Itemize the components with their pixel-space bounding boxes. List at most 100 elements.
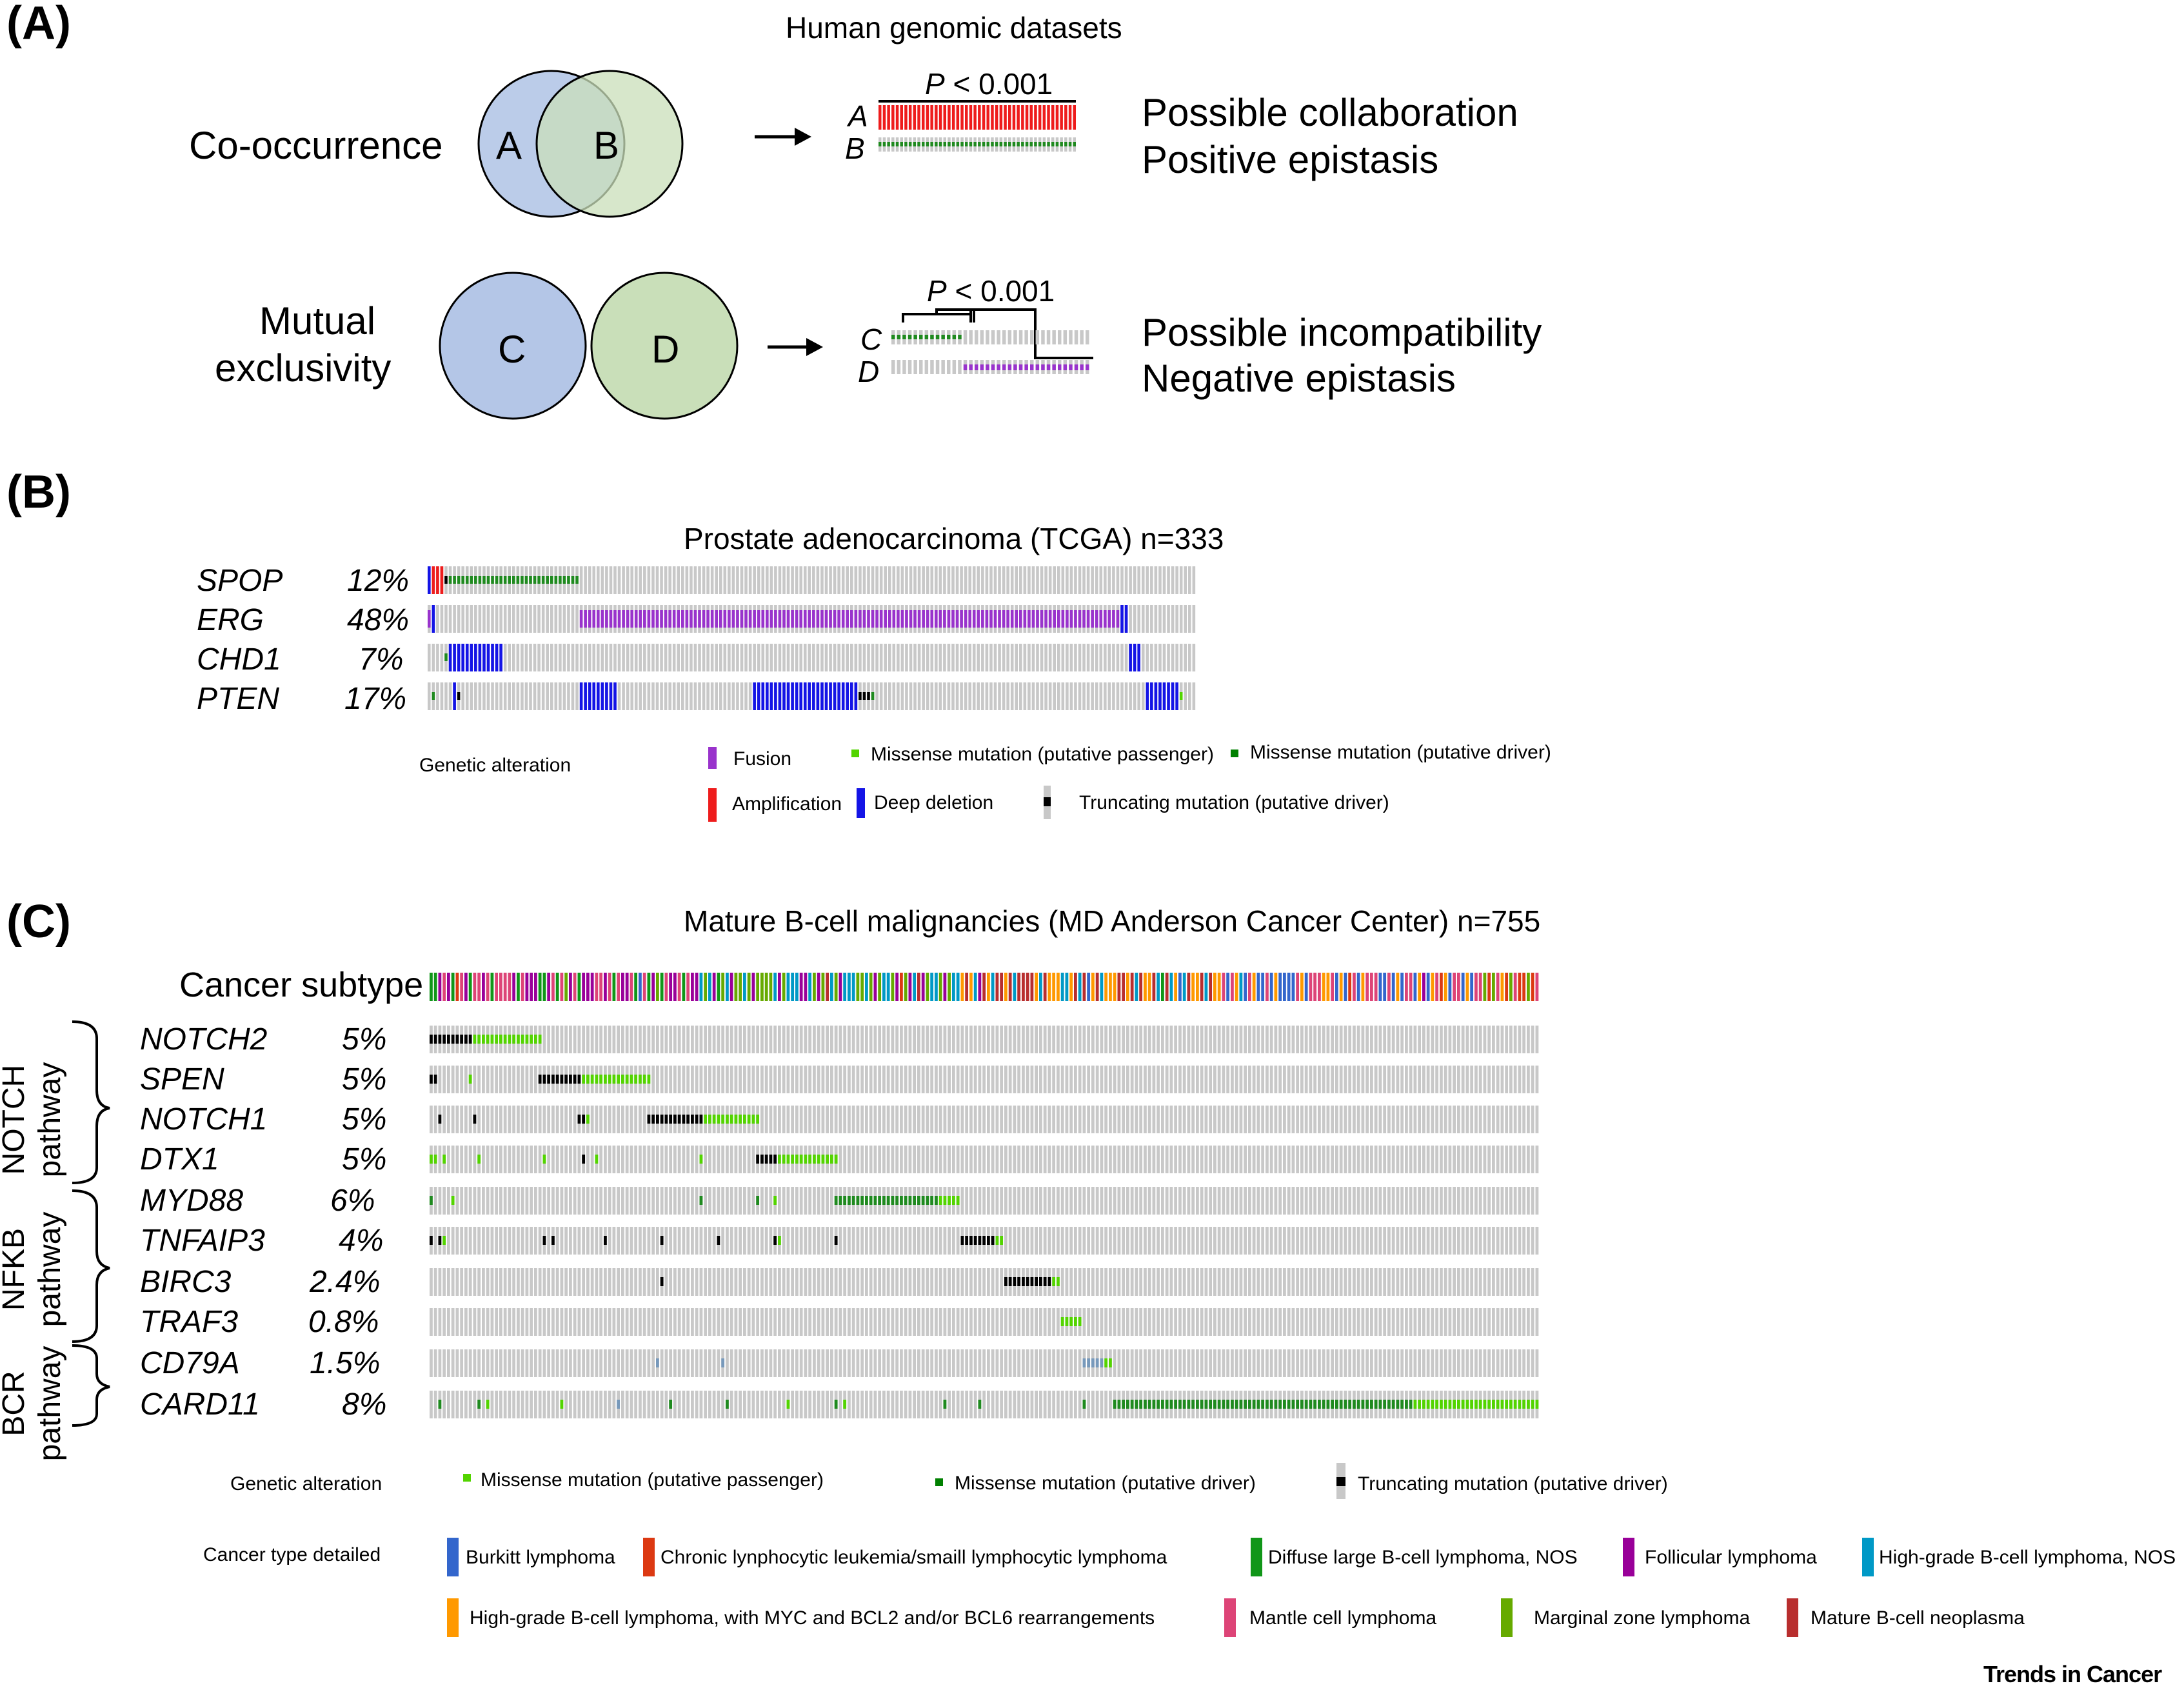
oncoprint-cell [1204, 1106, 1208, 1133]
oncoprint-cell [1137, 682, 1140, 710]
oncoprint-cell [639, 1308, 642, 1336]
oncoprint-cell [560, 1106, 564, 1133]
oncoprint-cell [1035, 1227, 1038, 1255]
oncoprint-cell [538, 1308, 542, 1336]
oncoprint-cell [917, 1146, 920, 1173]
oncoprint-cell [952, 1196, 955, 1205]
oncoprint-cell [834, 1196, 838, 1205]
oncoprint-cell [533, 576, 537, 584]
oncoprint-cell [499, 644, 502, 671]
oncoprint-cell [1117, 1066, 1121, 1093]
oncoprint-cell [830, 1268, 833, 1296]
oncoprint-cell [1060, 1146, 1064, 1173]
oncoprint-cell [747, 1391, 751, 1418]
oncoprint-cell [1139, 1268, 1143, 1296]
oncoprint-cell [834, 1026, 838, 1053]
oncoprint-cell [682, 1066, 686, 1093]
oncoprint-cell [664, 1026, 668, 1053]
oncoprint-cell [760, 1187, 764, 1215]
oncoprint-cell [639, 1268, 642, 1296]
oncoprint-cell [588, 644, 591, 671]
oncoprint-cell [464, 1035, 468, 1044]
subtype-cell [1326, 973, 1330, 1001]
oncoprint-cell [1231, 1106, 1234, 1133]
subtype-cell [799, 973, 803, 1001]
oncoprint-cell [534, 1146, 537, 1173]
oncoprint-cell [1322, 1187, 1325, 1215]
oncoprint-cell [1518, 1268, 1522, 1296]
oncoprint-cell [955, 566, 959, 594]
oncoprint-cell [1135, 1308, 1138, 1336]
subtype-cell [1035, 973, 1038, 1001]
oncoprint-cell [721, 1187, 725, 1215]
oncoprint-cell [597, 682, 600, 710]
oncoprint-cell [917, 1391, 920, 1418]
oncoprint-cell [686, 1268, 690, 1296]
oncoprint-cell [1252, 1146, 1256, 1173]
oncoprint-cell [878, 1196, 882, 1205]
oncoprint-cell [604, 1146, 607, 1173]
oncoprint-cell [782, 644, 786, 671]
oncoprint-cell [778, 1308, 781, 1336]
oncoprint-cell [562, 605, 566, 633]
oncoprint-cell [599, 1026, 603, 1053]
subtype-cell [991, 973, 995, 1001]
oncoprint-cell [964, 644, 968, 671]
oncoprint-cell [1078, 682, 1082, 710]
oncoprint-cell [1157, 1106, 1160, 1133]
oncoprint-cell [1133, 605, 1137, 633]
oncoprint-cell [1318, 1268, 1321, 1296]
oncoprint-cell [1304, 1227, 1308, 1255]
oncoprint-cell [791, 566, 794, 594]
oncoprint-cell [897, 644, 900, 671]
oncoprint-cell [608, 1268, 611, 1296]
subtype-cell [1122, 973, 1126, 1001]
oncoprint-cell [551, 1075, 555, 1084]
subtype-cell [455, 973, 459, 1001]
oncoprint-cell [871, 644, 875, 671]
oncoprint-cell [682, 1026, 686, 1053]
oncoprint-cell [973, 1187, 977, 1215]
oncoprint-cell [1124, 566, 1128, 594]
oncoprint-cell [895, 1391, 899, 1418]
subtype-cell [669, 973, 673, 1001]
oncoprint-cell [969, 1066, 973, 1093]
oncoprint-cell [626, 644, 630, 671]
subtype-cell [1017, 973, 1021, 1001]
oncoprint-cell [803, 644, 807, 671]
subtype-cell [1422, 973, 1425, 1001]
oncoprint-cell [685, 644, 689, 671]
oncoprint-cell [567, 682, 570, 710]
oncoprint-cell [1043, 1026, 1047, 1053]
oncoprint-cell [1057, 1187, 1060, 1215]
oncoprint-cell [734, 1146, 738, 1173]
subtype-cell [938, 973, 942, 1001]
oncoprint-cell [1313, 1227, 1317, 1255]
oncoprint-cell [685, 610, 689, 628]
oncoprint-cell [560, 1308, 564, 1336]
oncoprint-cell [634, 566, 638, 594]
oncoprint-cell [808, 610, 811, 628]
oncoprint-cell [1396, 1349, 1400, 1377]
oncoprint-cell [860, 1026, 864, 1053]
oncoprint-cell [968, 610, 971, 628]
oncoprint-cell [1505, 1400, 1509, 1409]
oncoprint-cell [1187, 1026, 1191, 1053]
oncoprint-cell [1031, 610, 1035, 628]
oncoprint-cell [795, 1227, 799, 1255]
gene-label: NOTCH1 [140, 1102, 268, 1137]
oncoprint-cell [447, 1146, 450, 1173]
oncoprint-cell [428, 566, 431, 594]
oncoprint-cell [982, 1308, 986, 1336]
oncoprint-cell [655, 644, 659, 671]
oncoprint-cell [1122, 1146, 1126, 1173]
oncoprint-cell [1513, 1106, 1517, 1133]
oncoprint-cell [690, 610, 693, 628]
oncoprint-cell [1465, 1066, 1469, 1093]
oncoprint-cell [428, 610, 431, 628]
subtype-cell [1440, 973, 1443, 1001]
oncoprint-cell [490, 1106, 494, 1133]
oncoprint-cell [704, 1268, 708, 1296]
oncoprint-cell [786, 1155, 790, 1164]
oncoprint-cell [1013, 1146, 1017, 1173]
